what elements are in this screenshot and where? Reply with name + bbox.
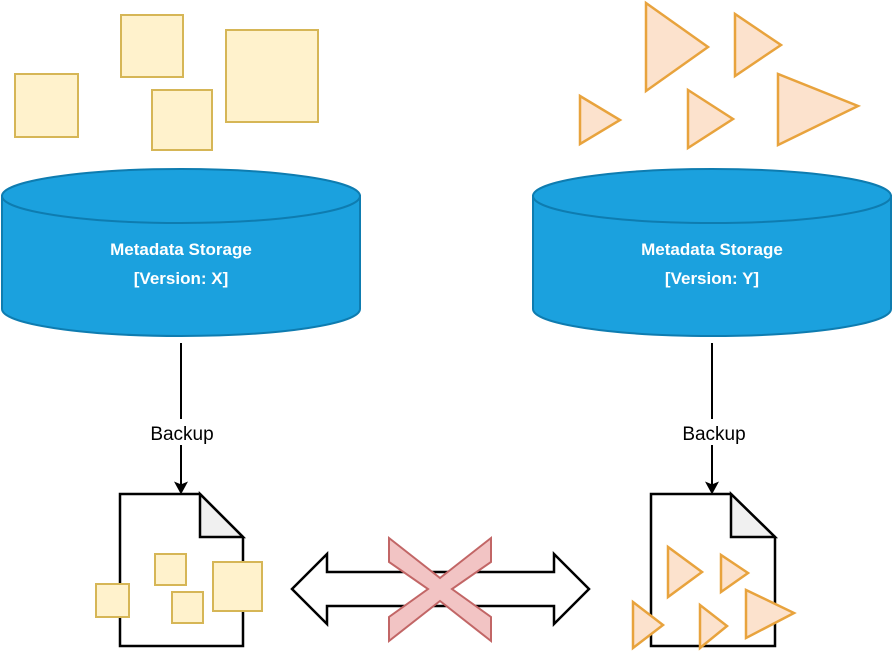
cylinder-top-left [1,168,361,224]
backup-file-right-fold [729,491,779,539]
doc-square-2 [154,553,187,586]
backup-file-left[interactable] [95,490,263,648]
metadata-storage-x[interactable]: Metadata Storage [Version: X] [1,168,361,337]
metadata-storage-y[interactable]: Metadata Storage [Version: Y] [532,168,892,337]
backup-edge-right-label-bg [674,419,754,445]
doc-triangle-4 [698,602,730,651]
backup-edge-left-label-bg [142,419,222,445]
cylinder-body-right [532,195,892,337]
backup-edge-left[interactable]: Backup [142,343,222,495]
loose-square-4 [225,29,319,123]
loose-triangle-1 [578,93,623,147]
doc-square-1 [95,583,130,618]
loose-triangle-3 [733,11,784,79]
cylinder-top-right [532,168,892,224]
doc-triangle-5 [744,588,797,641]
doc-square-4 [212,561,263,612]
doc-triangle-3 [719,552,751,595]
backup-edge-left-label: Backup [150,424,213,445]
doc-triangle-2 [666,544,705,600]
metadata-storage-x-line1: Metadata Storage [110,240,252,259]
loose-square-2 [120,14,184,78]
loose-triangles-group-right [578,0,862,151]
backup-file-left-contents [95,553,263,624]
metadata-storage-x-line2: [Version: X] [134,269,228,288]
loose-triangle-4 [686,87,736,151]
loose-square-3 [151,89,213,151]
backup-edge-right-label: Backup [682,424,745,445]
backup-file-left-fold [198,490,247,539]
doc-square-3 [171,591,204,624]
metadata-storage-y-line1: Metadata Storage [641,240,783,259]
cylinder-body-left [1,195,361,337]
backup-file-right-contents [631,544,797,651]
doc-triangle-1 [631,599,666,651]
backup-edge-right[interactable]: Backup [674,343,754,495]
loose-squares-group-left [14,14,319,151]
loose-triangle-2 [644,0,711,94]
loose-triangle-5 [776,72,862,147]
incompatible-cross-icon [388,535,492,644]
incompatible-marker [388,535,492,644]
loose-square-1 [14,73,79,138]
metadata-storage-y-line2: [Version: Y] [665,269,759,288]
backup-file-right[interactable] [631,491,797,651]
